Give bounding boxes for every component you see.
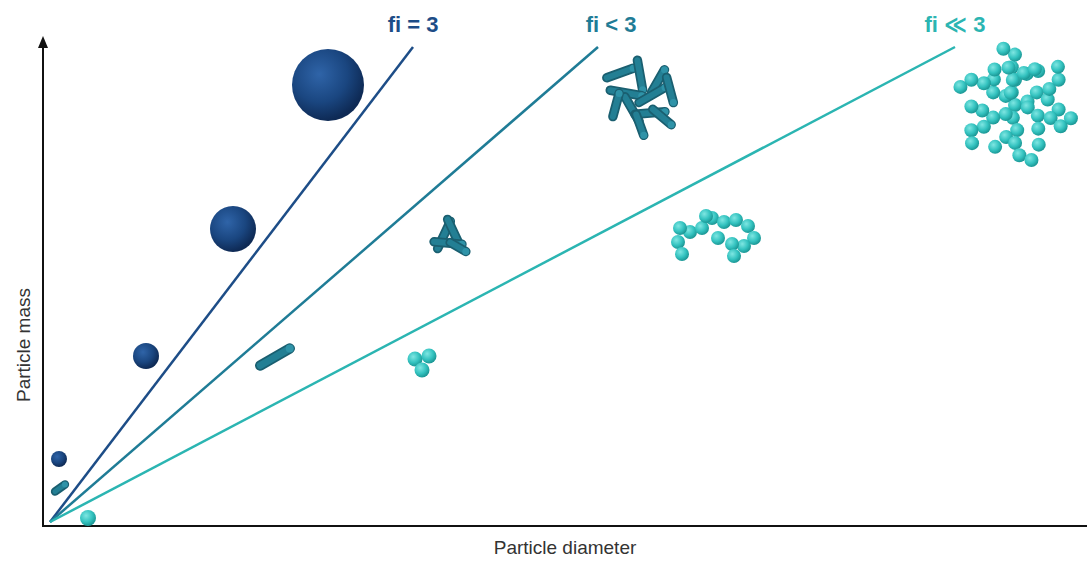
primary-sphere xyxy=(1052,73,1066,87)
sphere-particle xyxy=(210,206,256,252)
trend-line xyxy=(50,47,598,522)
primary-sphere xyxy=(741,219,755,233)
rod-end xyxy=(640,132,647,139)
rod xyxy=(613,93,619,116)
rod xyxy=(260,349,289,366)
rod xyxy=(607,68,633,78)
sphere-particle xyxy=(292,49,364,121)
primary-sphere xyxy=(996,42,1010,56)
primary-sphere xyxy=(977,76,991,90)
rod xyxy=(639,88,665,103)
primary-sphere xyxy=(737,239,751,253)
rod-end xyxy=(670,99,677,106)
primary-sphere xyxy=(964,123,978,137)
primary-sphere xyxy=(717,215,731,229)
primary-sphere xyxy=(999,107,1013,121)
trend-line xyxy=(50,47,413,522)
primary-sphere xyxy=(965,136,979,150)
aggregate-particle xyxy=(953,42,1077,167)
line-label: fi < 3 xyxy=(586,13,637,37)
rod-end xyxy=(462,248,469,255)
y-axis-arrow xyxy=(38,36,48,48)
aggregate-particle xyxy=(671,209,761,263)
sphere-particle xyxy=(51,451,67,467)
primary-sphere xyxy=(671,235,685,249)
primary-sphere xyxy=(988,140,1002,154)
rod xyxy=(653,109,671,124)
y-axis xyxy=(42,46,44,526)
line-label: fi = 3 xyxy=(388,13,439,37)
sphere-particle xyxy=(133,343,159,369)
primary-sphere xyxy=(1012,148,1026,162)
primary-sphere xyxy=(422,349,437,364)
line-label: fi ≪ 3 xyxy=(925,13,986,37)
rod-end xyxy=(286,345,294,353)
rod-particle xyxy=(434,218,469,255)
rod-particle xyxy=(607,60,677,139)
rod xyxy=(637,60,642,90)
primary-sphere xyxy=(695,221,709,235)
axis-title: Particle diameter xyxy=(494,538,637,559)
axis-title: Particle mass xyxy=(14,288,35,402)
primary-sphere xyxy=(1032,138,1046,152)
primary-sphere xyxy=(699,209,713,223)
rod xyxy=(260,349,289,366)
primary-sphere xyxy=(1031,122,1045,136)
primary-sphere xyxy=(964,99,978,113)
x-axis xyxy=(42,525,1087,527)
primary-sphere xyxy=(1008,136,1022,150)
rod xyxy=(667,77,674,102)
axes xyxy=(38,36,1087,526)
primary-sphere xyxy=(80,510,96,526)
primary-sphere xyxy=(729,213,743,227)
primary-sphere xyxy=(711,231,725,245)
rod-particle xyxy=(55,482,68,492)
trend-line xyxy=(50,47,955,522)
rod xyxy=(613,93,619,116)
primary-sphere xyxy=(953,80,967,94)
primary-sphere xyxy=(1002,61,1016,75)
primary-sphere xyxy=(1024,153,1038,167)
rod xyxy=(637,60,642,90)
rod xyxy=(653,109,671,124)
primary-sphere xyxy=(977,120,991,134)
primary-sphere xyxy=(1031,109,1045,123)
primary-sphere xyxy=(415,363,430,378)
primary-sphere xyxy=(1028,62,1042,76)
primary-sphere xyxy=(1064,111,1078,125)
primary-sphere xyxy=(675,247,689,261)
primary-sphere xyxy=(725,237,739,251)
rod xyxy=(667,77,674,102)
rod-end xyxy=(668,121,675,128)
rod xyxy=(639,88,665,103)
rod-end xyxy=(62,482,68,488)
aggregate-particle xyxy=(408,349,437,378)
rod-particle xyxy=(260,345,293,366)
primary-sphere xyxy=(1004,86,1018,100)
primary-sphere xyxy=(988,62,1002,76)
rod xyxy=(607,68,633,78)
rod-end xyxy=(661,66,668,73)
primary-sphere xyxy=(673,221,687,235)
primary-sphere xyxy=(1051,60,1065,74)
aggregate-particle xyxy=(80,510,96,526)
primary-sphere xyxy=(727,249,741,263)
rod-end xyxy=(616,90,623,97)
